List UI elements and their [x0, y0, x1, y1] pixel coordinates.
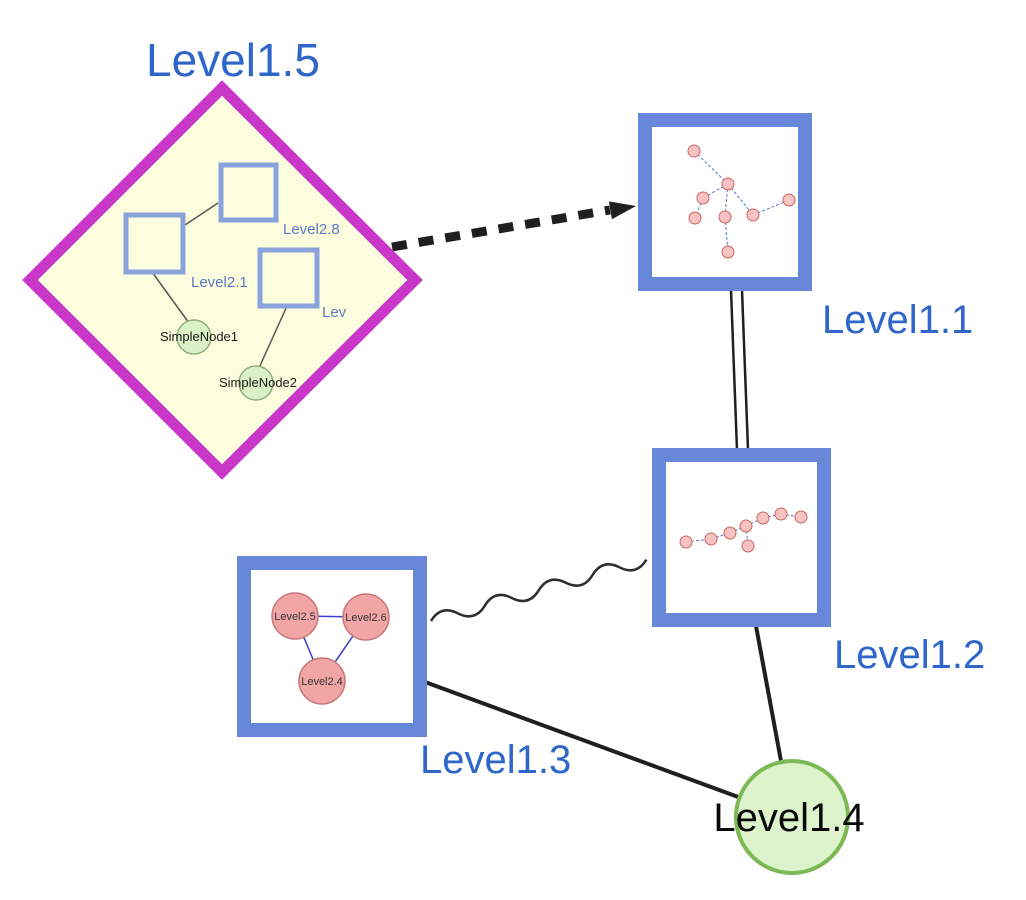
node-level1-4[interactable]: Level1.4: [713, 759, 865, 875]
mini-node[interactable]: [704, 532, 718, 546]
node-level1-1[interactable]: [638, 113, 812, 291]
inner-circle-left-label: Level2.5: [274, 611, 316, 623]
inner-edge-square-simple1[interactable]: [151, 271, 190, 324]
node-level1-2[interactable]: [652, 448, 831, 627]
inner-circle-right[interactable]: [342, 593, 390, 641]
mini-node[interactable]: [688, 211, 702, 225]
mini-graph-nodes-1[interactable]: [687, 144, 796, 259]
node-level1-1-label: Level1.1: [822, 298, 973, 342]
mini-node[interactable]: [721, 245, 735, 259]
node-level1-4-label: Level1.4: [713, 796, 864, 840]
simple-node-1-label: SimpleNode1: [160, 329, 238, 344]
node-level1-5-label: Level1.5: [146, 34, 320, 86]
double-edge-line-1[interactable]: [729, 289, 739, 451]
simple-node-2-label: SimpleNode2: [219, 375, 297, 390]
inner-circle-bottom[interactable]: [298, 657, 346, 705]
simple-node-1[interactable]: [176, 319, 212, 355]
arrowhead-icon: [608, 201, 636, 220]
dashed-edge-line[interactable]: [391, 205, 611, 252]
inner-square-right-label: Lev: [322, 304, 347, 321]
mini-node[interactable]: [739, 519, 753, 533]
mini-node[interactable]: [679, 535, 693, 549]
edge-level12-to-level14[interactable]: [754, 625, 783, 762]
diamond-shape[interactable]: [22, 80, 423, 480]
simple-node-2[interactable]: [238, 365, 274, 401]
mini-node[interactable]: [718, 210, 732, 224]
mini-node[interactable]: [741, 539, 755, 553]
node-level1-2-label: Level1.2: [834, 633, 985, 677]
inner-square-left-label: Level2.1: [191, 274, 248, 291]
wavy-edge-line[interactable]: [429, 553, 648, 627]
mini-node[interactable]: [782, 193, 796, 207]
inner-edge-square-top-left[interactable]: [181, 202, 219, 228]
double-edge-line-2[interactable]: [740, 289, 750, 451]
edge-level11-to-level12[interactable]: [729, 289, 750, 451]
inner-square-left[interactable]: [123, 212, 186, 275]
mini-graph-nodes-2[interactable]: [679, 507, 808, 553]
edge-level13-to-level12[interactable]: [429, 553, 648, 627]
inner-edge-square-simple2[interactable]: [258, 305, 288, 369]
edge-level15-to-level11[interactable]: [391, 201, 636, 252]
mini-node[interactable]: [756, 511, 770, 525]
mini-node[interactable]: [746, 208, 760, 222]
node-level1-5-group[interactable]: Level2.8 Level2.1 Lev SimpleNode1 Simple…: [22, 80, 423, 480]
edge-level13-to-level14[interactable]: [424, 680, 742, 800]
inner-circle-bottom-label: Level2.4: [301, 676, 343, 688]
mini-node[interactable]: [687, 144, 701, 158]
node-level1-3-shape[interactable]: [237, 556, 427, 737]
mini-node[interactable]: [794, 510, 808, 524]
inner-square-top[interactable]: [218, 162, 279, 223]
inner-circle-right-label: Level2.6: [345, 612, 387, 624]
inner-square-top-label: Level2.8: [283, 221, 340, 238]
mini-node[interactable]: [696, 191, 710, 205]
mini-node[interactable]: [774, 507, 788, 521]
inner-circle-left[interactable]: [271, 592, 319, 640]
mini-node[interactable]: [723, 526, 737, 540]
mini-node[interactable]: [721, 177, 735, 191]
node-level1-1-shape[interactable]: [638, 113, 812, 291]
node-level1-3[interactable]: Level2.5 Level2.6 Level2.4: [237, 556, 427, 737]
node-level1-4-shape[interactable]: [734, 759, 850, 875]
node-level1-3-label: Level1.3: [420, 738, 571, 782]
inner-square-right[interactable]: [257, 247, 320, 309]
